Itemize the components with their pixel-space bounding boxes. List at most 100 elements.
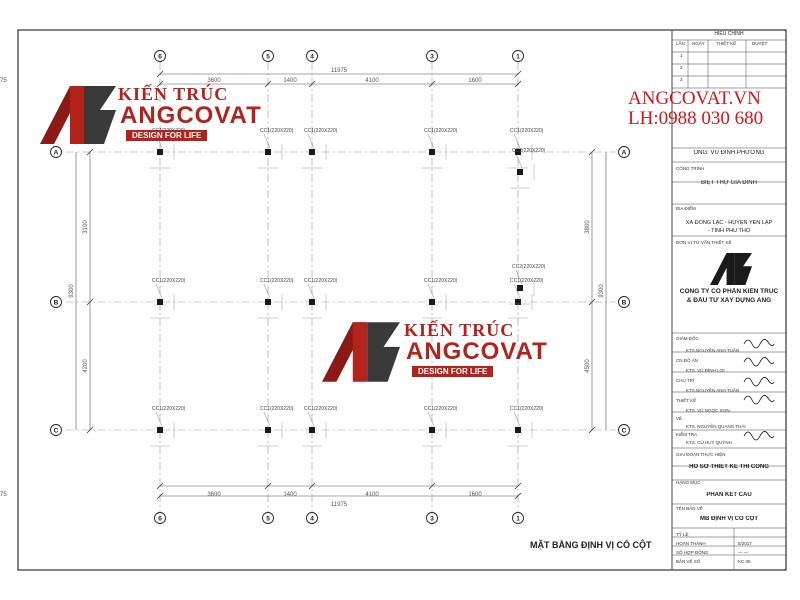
sheet-label: BẢN VẼ SỐ bbox=[676, 559, 701, 564]
leader-line bbox=[427, 411, 435, 427]
logo-line2: ANGCOVAT bbox=[406, 338, 548, 365]
dimension-tick bbox=[514, 70, 522, 78]
lead-name: KTS. VŨ ĐÌNH LỢI bbox=[686, 368, 725, 373]
axis-label: 3 bbox=[430, 515, 434, 522]
dimension-label: 1400 bbox=[283, 78, 297, 84]
column-label: CC1(220X220) bbox=[304, 406, 338, 412]
revision-col: LẦN bbox=[676, 41, 685, 46]
column-cc1 bbox=[265, 299, 271, 305]
dimension-label-total: 9300 bbox=[599, 284, 605, 298]
drafter-label: VẼ bbox=[676, 416, 683, 421]
column-cc1 bbox=[309, 149, 315, 155]
dimension-label: 1275 bbox=[0, 492, 7, 498]
dimension-tick bbox=[156, 80, 164, 88]
phase: HỒ SƠ THIẾT KẾ THI CÔNG bbox=[689, 464, 769, 470]
contact-phone: LH:0988 030 680 bbox=[628, 108, 764, 129]
chief-name: KTS.NGUYỄN ANH TUẤN bbox=[686, 388, 740, 393]
column-label: CC1(220X220) bbox=[424, 128, 458, 134]
lead-label: CN.ĐỒ ÁN bbox=[676, 358, 699, 363]
axis-bubble bbox=[154, 512, 166, 524]
phase-label: GIAI ĐOẠN THỰC HIỆN bbox=[676, 452, 726, 457]
axis-label: 3 bbox=[430, 53, 434, 60]
checker-name: KTS. CÙ HUY QUỲNH bbox=[686, 440, 732, 445]
scale-label: TỶ LỆ bbox=[676, 532, 689, 537]
contact-site: ANGCOVAT.VN bbox=[628, 88, 761, 109]
signature bbox=[743, 377, 775, 387]
column-label: CC1(220X220) bbox=[510, 278, 544, 284]
dimension-tick bbox=[588, 298, 596, 306]
dimension-label: 3100 bbox=[83, 220, 89, 234]
column-cc1 bbox=[265, 427, 271, 433]
axis-label: 6 bbox=[158, 53, 162, 60]
signature bbox=[743, 431, 775, 441]
column-label: CC2(220X220) bbox=[512, 148, 546, 154]
dimension-label: 1600 bbox=[468, 78, 482, 84]
revision-row: 1 bbox=[680, 53, 683, 58]
floor-plan: 3600140041001600127536001400410016001275… bbox=[0, 50, 630, 524]
revision-col: DUYỆT bbox=[752, 41, 768, 46]
leader-line bbox=[155, 411, 163, 427]
column-label: CC1(220X220) bbox=[510, 128, 544, 134]
column-label: CC2(220X220) bbox=[512, 264, 546, 270]
axis-label: 5 bbox=[266, 53, 270, 60]
axis-label: C bbox=[622, 427, 627, 434]
checker-label: KIỂM TRA bbox=[676, 432, 698, 437]
signature bbox=[743, 339, 775, 349]
dimension-tick bbox=[264, 80, 272, 88]
leader-line bbox=[513, 411, 521, 427]
axis-bubble bbox=[50, 296, 62, 308]
axis-bubble bbox=[50, 146, 62, 158]
contract-value: — — bbox=[738, 550, 749, 555]
consultant-label: ĐƠN VỊ TƯ VẤN THIẾT KẾ bbox=[676, 240, 732, 245]
leader-line bbox=[307, 411, 315, 427]
dimension-label: 1400 bbox=[283, 492, 297, 498]
column-label: CC1(220X220) bbox=[260, 406, 294, 412]
dimension-tick bbox=[156, 482, 164, 490]
column-label: CC1(220X220) bbox=[424, 406, 458, 412]
project-label: CÔNG TRÌNH bbox=[676, 166, 705, 171]
column-cc1 bbox=[157, 149, 163, 155]
dimension-label-total: 11975 bbox=[331, 502, 348, 508]
dimension-tick bbox=[86, 148, 94, 156]
column-cc1 bbox=[429, 149, 435, 155]
dimension-label: 4100 bbox=[365, 492, 379, 498]
dimension-tick bbox=[86, 298, 94, 306]
angcovat-logo-icon bbox=[40, 86, 116, 144]
plan-title: MẶT BẰNG ĐỊNH VỊ CỔ CỘT bbox=[530, 540, 652, 550]
dimension-tick bbox=[156, 70, 164, 78]
leader-line bbox=[515, 269, 523, 285]
watermark-logo-center: KIẾN TRÚC ANGCOVAT DESIGN FOR LIFE bbox=[322, 320, 547, 382]
drafter-name: KTS. NGUYỄN QUANG THÁI bbox=[686, 424, 746, 429]
company-logo-icon bbox=[710, 252, 752, 286]
leader-line bbox=[263, 133, 271, 149]
axis-label: 1 bbox=[516, 515, 520, 522]
axis-label: 6 bbox=[158, 515, 162, 522]
column-cc1 bbox=[429, 299, 435, 305]
title-block-grid bbox=[671, 30, 786, 570]
column-cc1 bbox=[309, 299, 315, 305]
axis-bubble bbox=[50, 424, 62, 436]
owner: ÔNG: VŨ ĐÌNH PHƯƠNG bbox=[693, 150, 765, 156]
column-label: CC1(220X220) bbox=[304, 278, 338, 284]
logo-line3: DESIGN FOR LIFE bbox=[126, 130, 208, 141]
dimension-tick bbox=[428, 482, 436, 490]
logo-line1: KIẾN TRÚC bbox=[118, 84, 229, 104]
column-cc1 bbox=[265, 149, 271, 155]
axis-bubble bbox=[262, 512, 274, 524]
logo-line1: KIẾN TRÚC bbox=[404, 320, 515, 340]
leader-line bbox=[263, 411, 271, 427]
angcovat-logo-icon bbox=[322, 322, 400, 382]
column-cc2 bbox=[517, 169, 523, 175]
signature bbox=[743, 357, 775, 367]
column-label: CC1(220X220) bbox=[424, 278, 458, 284]
logo-line2: ANGCOVAT bbox=[120, 102, 262, 129]
company-line2: & ĐẦU TƯ XÂY DỰNG ANG bbox=[686, 297, 772, 304]
column-cc1 bbox=[157, 427, 163, 433]
revision-col: THIẾT KẾ bbox=[716, 41, 737, 46]
dimension-label: 4200 bbox=[83, 359, 89, 373]
finish-value: 5/2017 bbox=[738, 541, 752, 546]
axis-label: 1 bbox=[516, 53, 520, 60]
dimension-label: 1275 bbox=[0, 78, 7, 84]
axis-bubble bbox=[618, 296, 630, 308]
column-cc1 bbox=[309, 427, 315, 433]
